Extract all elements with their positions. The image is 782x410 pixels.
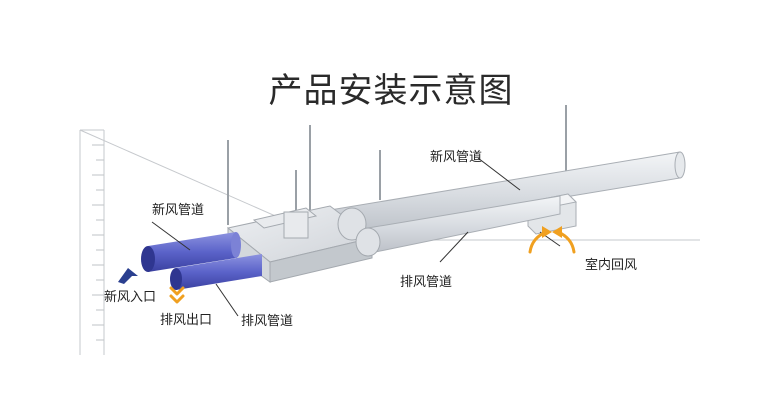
hanging-rods bbox=[227, 105, 567, 225]
label-fresh-duct-top: 新风管道 bbox=[430, 150, 483, 165]
label-fresh-inlet: 新风入口 bbox=[104, 290, 157, 305]
label-exhaust-duct-center: 排风管道 bbox=[400, 275, 453, 290]
exhaust-outlet-arrow-icon bbox=[169, 286, 185, 304]
label-exhaust-outlet: 排风出口 bbox=[160, 313, 213, 328]
fresh-air-pipe-blue bbox=[141, 232, 241, 272]
label-indoor-return: 室内回风 bbox=[585, 258, 638, 273]
label-fresh-duct-left: 新风管道 bbox=[152, 203, 205, 218]
label-exhaust-duct-bottom: 排风管道 bbox=[241, 314, 294, 329]
wall-ruler bbox=[92, 144, 104, 341]
indoor-return-arrow-icon bbox=[528, 226, 576, 254]
exhaust-pipe-blue bbox=[170, 254, 262, 290]
leader-lines bbox=[151, 157, 561, 317]
fresh-air-duct-main bbox=[317, 151, 686, 239]
diagram-title: 产品安装示意图 bbox=[268, 70, 514, 111]
fresh-inlet-arrow-icon bbox=[118, 268, 138, 284]
